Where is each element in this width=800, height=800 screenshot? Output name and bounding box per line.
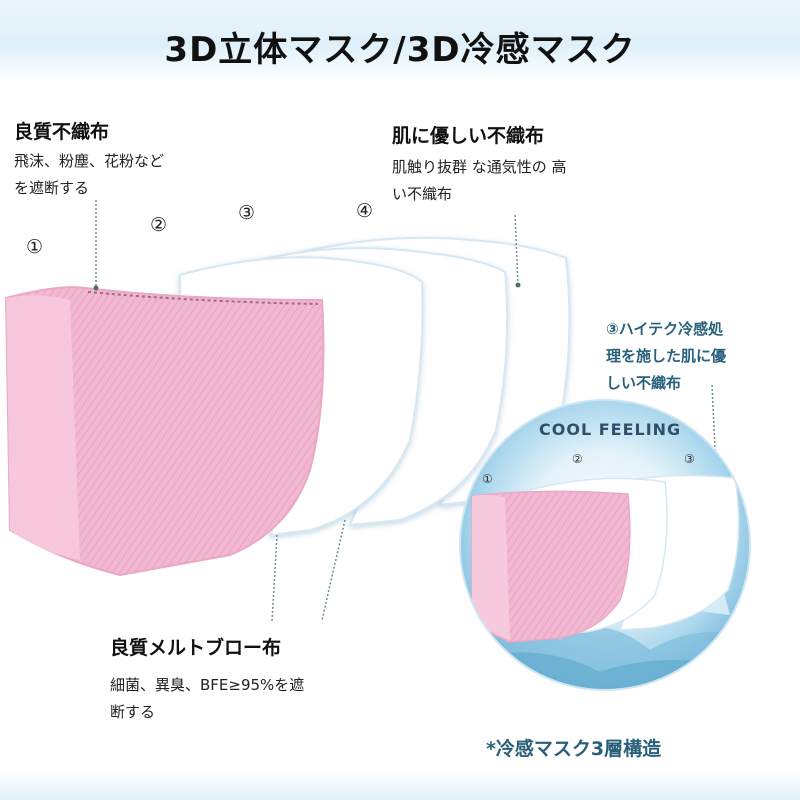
leader-lines xyxy=(95,200,717,623)
footnote: *冷感マスク3層構造 xyxy=(486,738,662,760)
cool-layer-number-2: ② xyxy=(572,452,583,466)
layer-number-3: ③ xyxy=(238,202,256,224)
mask-layer-1-pink xyxy=(4,286,325,577)
page-title: 3D立体マスク/3D冷感マスク xyxy=(164,30,636,70)
callout-top-left-text: 飛沫、粉塵、花粉など を遮断する xyxy=(14,152,165,197)
callout-top-right-heading: 肌に優しい不織布 xyxy=(392,125,545,147)
layer-number-1: ① xyxy=(26,236,44,258)
callout-top-right-text: 肌触り抜群 な通気性の 高 い不織布 xyxy=(392,158,567,203)
bottom-band xyxy=(0,768,800,800)
cool-layer-number-3: ③ xyxy=(684,452,695,466)
callout-bottom-heading: 良質メルトブロー布 xyxy=(110,637,282,659)
cooling-note: ③ハイテク冷感処 理を施した肌に優 しい不織布 xyxy=(606,320,727,392)
layer-number-2: ② xyxy=(150,214,168,236)
cool-layer-number-1: ① xyxy=(482,472,493,486)
callout-top-left-heading: 良質不織布 xyxy=(14,121,110,143)
cool-feeling-label: COOL FEELING xyxy=(539,420,682,439)
layer-number-4: ④ xyxy=(356,200,374,222)
callout-bottom-text: 細菌、異臭、BFE≥95%を遮 断する xyxy=(110,676,305,721)
title-banner xyxy=(0,0,800,82)
cool-layer-1-pink xyxy=(471,490,631,643)
